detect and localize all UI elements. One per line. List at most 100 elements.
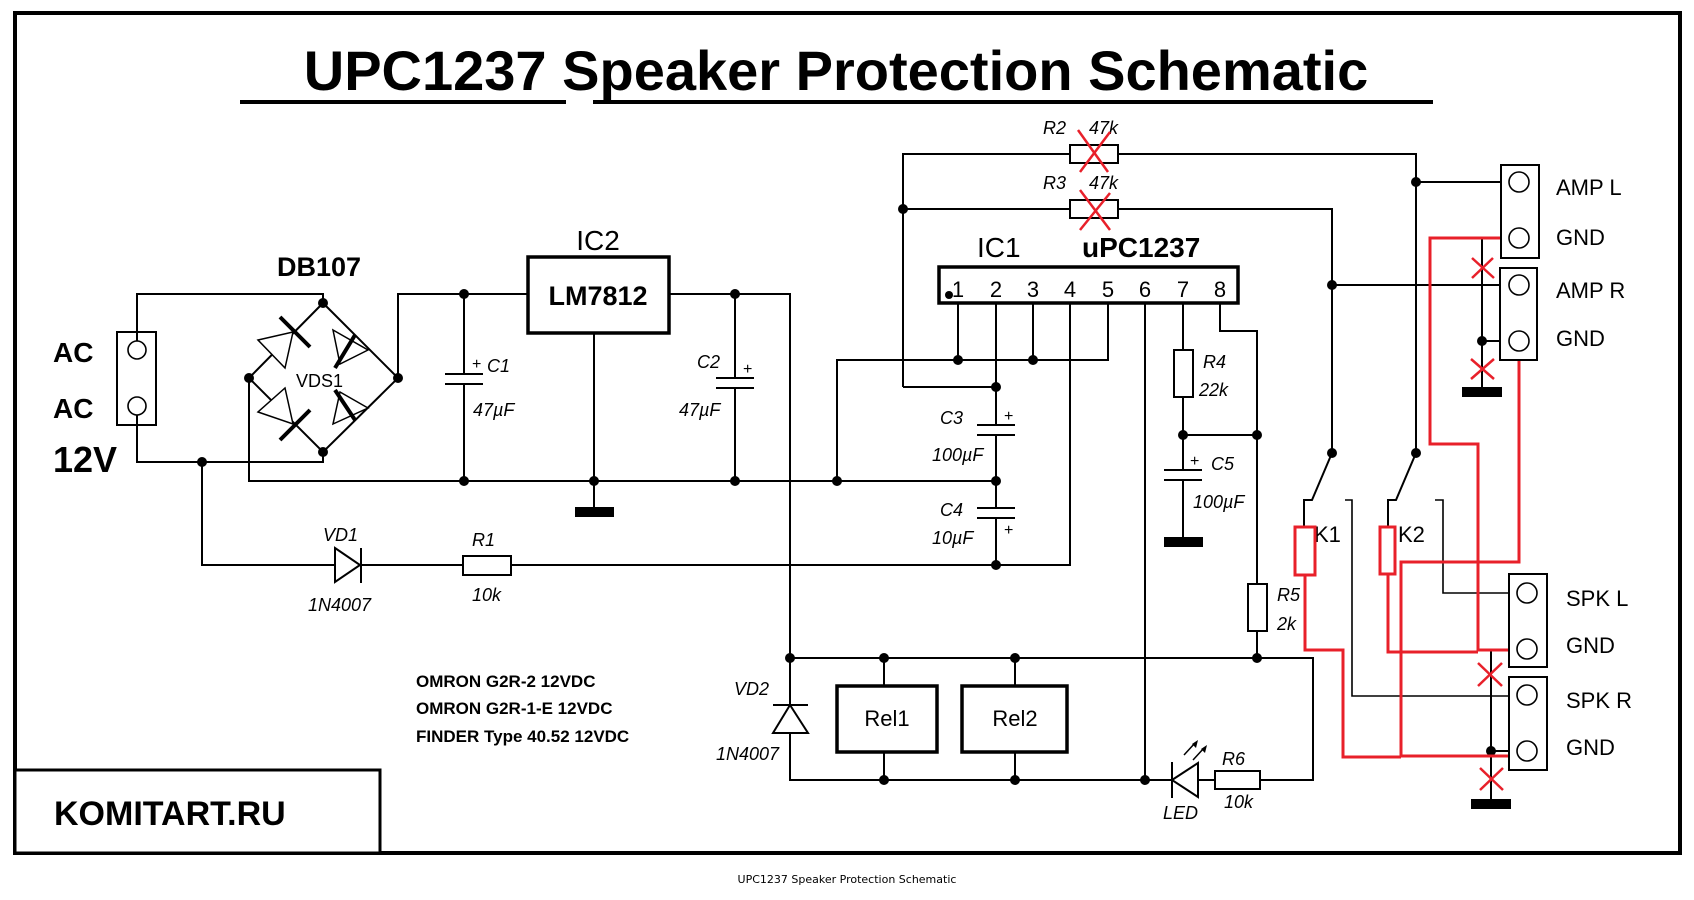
resistor-r6 — [1214, 770, 1261, 790]
relay-contact-k2 — [1387, 452, 1519, 594]
r5-ref: R5 — [1277, 585, 1301, 605]
junction — [1252, 653, 1262, 663]
ground-symbol — [1471, 799, 1511, 809]
vd2-value: 1N4007 — [716, 744, 780, 764]
junction — [1477, 336, 1487, 346]
ac-terminal-2[interactable] — [127, 396, 147, 416]
ic-ref: IC1 — [977, 232, 1021, 263]
ground-symbol — [575, 507, 614, 517]
r2-ref: R2 — [1043, 118, 1066, 138]
remove-mark-r3 — [1079, 189, 1111, 231]
image-caption: UPC1237 Speaker Protection Schematic — [737, 873, 957, 886]
branding-box — [13, 768, 382, 855]
svg-text:3: 3 — [1027, 277, 1039, 302]
amp-r-connector — [1499, 267, 1538, 361]
spk-r-terminal[interactable] — [1516, 684, 1538, 706]
amp-l-gnd-label: GND — [1556, 225, 1605, 250]
c2-value: 47µF — [679, 400, 721, 420]
ground-rail — [248, 378, 996, 482]
capacitor-c3: + — [977, 408, 1015, 508]
capacitor-c2: + — [716, 294, 754, 481]
remove-mark-r2 — [1076, 129, 1111, 173]
remove-mark-spk-ground — [1479, 767, 1504, 791]
junction — [1486, 746, 1496, 756]
junction — [1327, 280, 1337, 290]
voltage-label: 12V — [53, 439, 117, 480]
bridge-ref-label: VDS1 — [296, 371, 343, 391]
svg-text:1: 1 — [952, 277, 964, 302]
remove-mark-spk-gnd — [1477, 662, 1503, 687]
amp-r-label: AMP R — [1556, 278, 1625, 303]
capacitor-c5: + — [1164, 453, 1202, 538]
diode-vd2 — [771, 703, 810, 734]
spk-r-gnd-terminal[interactable] — [1516, 740, 1538, 762]
amp-r-terminal[interactable] — [1508, 274, 1530, 296]
svg-text:+: + — [1004, 522, 1013, 539]
ic-part: uPC1237 — [1082, 232, 1200, 263]
svg-text:+: + — [1004, 408, 1013, 425]
r1-ref: R1 — [472, 530, 495, 550]
wire — [201, 462, 335, 566]
svg-text:8: 8 — [1214, 277, 1226, 302]
spk-l-label: SPK L — [1566, 586, 1628, 611]
amp-l-connector — [1500, 164, 1540, 259]
c4-ref: C4 — [940, 500, 963, 520]
c1-value: 47µF — [473, 400, 515, 420]
spk-l-gnd-label: GND — [1566, 633, 1615, 658]
junction — [832, 476, 842, 486]
junction — [1411, 177, 1421, 187]
spk-r-gnd-label: GND — [1566, 735, 1615, 760]
wire — [397, 293, 528, 378]
modification-wiring — [1293, 236, 1521, 759]
relay-note-1: OMRON G2R-2 12VDC — [416, 672, 595, 691]
spk-l-gnd-terminal[interactable] — [1516, 638, 1538, 660]
spk-l-connector — [1508, 573, 1548, 668]
ground-symbol — [1462, 387, 1502, 397]
svg-text:+: + — [1190, 453, 1199, 470]
rel2-label: Rel2 — [992, 706, 1037, 731]
wire — [669, 293, 884, 781]
vd1-ref: VD1 — [323, 525, 358, 545]
ac-terminal-1[interactable] — [127, 340, 147, 360]
vd2-ref: VD2 — [734, 679, 769, 699]
capacitor-c4: + — [977, 507, 1015, 565]
bridge-rectifier — [244, 298, 403, 457]
spk-r-label: SPK R — [1566, 688, 1632, 713]
led — [1170, 740, 1207, 799]
wire — [1118, 153, 1417, 453]
resistor-r4 — [1173, 349, 1194, 398]
c2-ref: C2 — [697, 352, 720, 372]
ground-symbol — [1164, 537, 1203, 547]
amp-r-gnd-terminal[interactable] — [1508, 330, 1530, 352]
branding-label: KOMITART.RU — [54, 795, 286, 833]
diode-vd1 — [334, 546, 362, 584]
svg-text:+: + — [472, 356, 481, 373]
c5-ref: C5 — [1211, 454, 1235, 474]
relay-note-3: FINDER Type 40.52 12VDC — [416, 727, 629, 746]
regulator-lm7812 — [526, 255, 671, 335]
r3-value: 47k — [1089, 173, 1119, 193]
wire — [836, 303, 1109, 481]
resistor-r5 — [1247, 583, 1268, 632]
svg-text:5: 5 — [1102, 277, 1114, 302]
r6-ref: R6 — [1222, 749, 1246, 769]
amp-l-gnd-terminal[interactable] — [1508, 227, 1530, 249]
junction — [785, 653, 795, 663]
page-title: UPC1237 Speaker Protection Schematic — [304, 39, 1368, 102]
relay-note-2: OMRON G2R-1-E 12VDC — [416, 699, 612, 718]
r4-ref: R4 — [1203, 352, 1226, 372]
amp-l-label: AMP L — [1556, 175, 1622, 200]
spk-l-terminal[interactable] — [1516, 582, 1538, 604]
r1-value: 10k — [472, 585, 502, 605]
regulator-part: LM7812 — [548, 281, 647, 311]
r3-ref: R3 — [1043, 173, 1066, 193]
svg-text:4: 4 — [1064, 277, 1076, 302]
junction — [1028, 355, 1038, 365]
spk-r-connector — [1508, 676, 1548, 771]
amp-l-terminal[interactable] — [1508, 171, 1530, 193]
svg-text:7: 7 — [1177, 277, 1189, 302]
amp-r-gnd-label: GND — [1556, 326, 1605, 351]
r2-value: 47k — [1089, 118, 1119, 138]
resistor-r1 — [462, 555, 512, 576]
